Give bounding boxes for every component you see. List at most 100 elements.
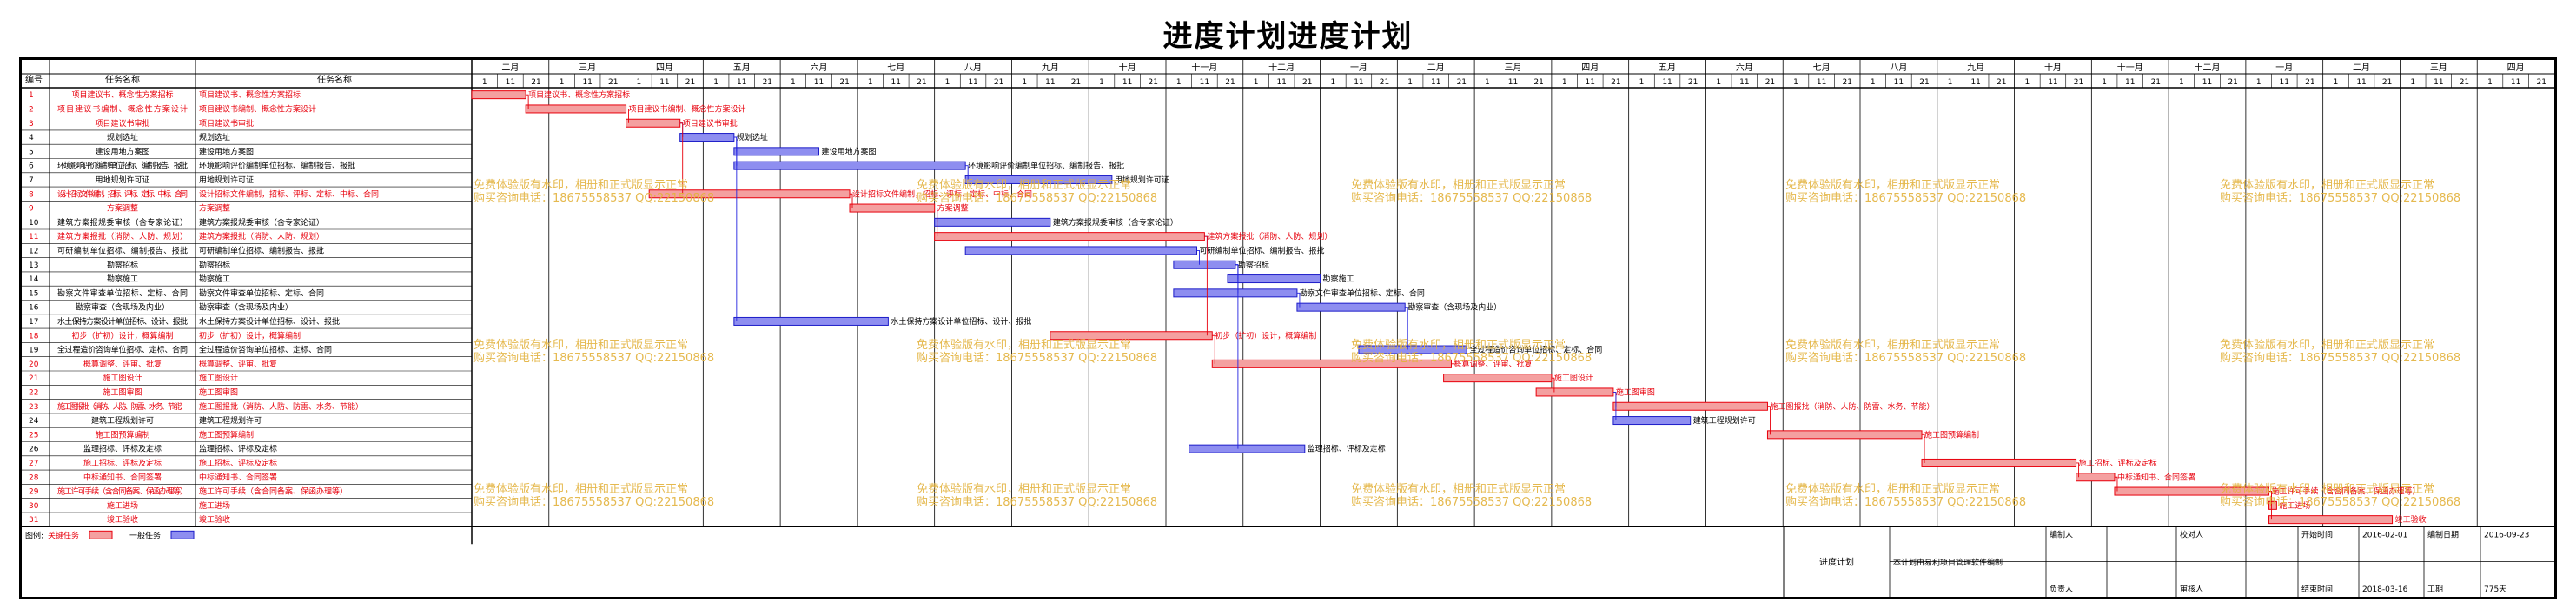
day-label: 21 xyxy=(763,78,772,87)
day-label: 1 xyxy=(1793,78,1798,87)
critical-task-bar xyxy=(1443,374,1553,383)
dependency-link xyxy=(1612,392,1617,421)
month-label: 二月 xyxy=(2353,63,2370,73)
month-label: 十月 xyxy=(2044,62,2062,73)
day-label: 21 xyxy=(1225,78,1235,87)
day-label: 1 xyxy=(2487,78,2493,87)
month-label: 九月 xyxy=(1042,63,1059,73)
task-name: 环境影响评价编制单位招标、编制报告、报批 xyxy=(57,161,188,171)
task-name: 勘察审查（含现场及内业） xyxy=(76,302,169,313)
task-bar-label: 监理招标、评标及定标 xyxy=(1308,444,1386,454)
task-name-2: 项目建议书编制、概念性方案设计 xyxy=(199,103,316,114)
legend-normal-label: 一般任务 xyxy=(129,530,161,540)
critical-task-bar xyxy=(1921,458,2077,467)
task-name: 勘察施工 xyxy=(107,274,138,284)
task-name: 项目建议书编制、概念性方案设计 xyxy=(57,103,188,114)
task-name: 施工招标、评标及定标 xyxy=(83,458,162,468)
dependency-link xyxy=(1204,235,1208,336)
day-label: 21 xyxy=(608,78,618,87)
task-bar-label: 勘察审查（含现场及内业） xyxy=(1407,302,1501,313)
task-name: 竣工验收 xyxy=(107,514,138,525)
header-col-no: 编号 xyxy=(25,74,43,85)
day-label: 1 xyxy=(1254,78,1259,87)
task-bar-label: 环境影响评价编制单位招标、编制报告、报批 xyxy=(968,161,1124,171)
day-label: 21 xyxy=(1148,78,1157,87)
task-name-2: 项目建议书审批 xyxy=(199,118,254,129)
watermark-line1: 免费体验版有水印，相册和正式版显示正常 xyxy=(917,178,1131,192)
day-label: 1 xyxy=(1871,78,1876,87)
critical-task-bar xyxy=(2268,515,2394,525)
watermark-line2: 购买咨询电话：18675558537 QQ:22150868 xyxy=(473,191,714,205)
task-name-2: 监理招标、评标及定标 xyxy=(199,444,277,454)
month-label: 八月 xyxy=(1890,63,1907,73)
task-name-2: 勘察施工 xyxy=(199,274,230,284)
task-number: 7 xyxy=(29,176,34,185)
header-col-task: 任务名称 xyxy=(105,74,140,85)
task-name: 可研编制单位招标、编制报告、报批 xyxy=(57,245,188,255)
watermark-line1: 免费体验版有水印，相册和正式版显示正常 xyxy=(473,178,688,192)
task-bar-label: 勘察施工 xyxy=(1323,274,1354,284)
task-bar-label: 初步（扩初）设计，概算编制 xyxy=(1215,330,1316,341)
watermark-line2: 购买咨询电话：18675558537 QQ:22150868 xyxy=(2220,191,2460,205)
dependency-link xyxy=(733,136,738,321)
task-name: 中标通知书、合同签署 xyxy=(83,472,162,482)
month-label: 七月 xyxy=(887,63,904,73)
task-bar-label: 项目建议书编制、概念性方案设计 xyxy=(629,103,746,114)
task-name-2: 施工许可手续（含合同备案、保函办理等） xyxy=(199,486,348,497)
task-number: 16 xyxy=(29,304,39,313)
watermark-line1: 免费体验版有水印，相册和正式版显示正常 xyxy=(473,482,688,496)
task-number: 15 xyxy=(29,289,38,298)
task-name: 水土保持方案设计单位招标、设计、报批 xyxy=(57,316,188,327)
day-label: 11 xyxy=(2202,78,2212,87)
dependency-link xyxy=(1405,307,1408,350)
task-number: 13 xyxy=(29,261,38,270)
watermark-line2: 购买咨询电话：18675558537 QQ:22150868 xyxy=(1351,191,1592,205)
watermark-line1: 免费体验版有水印，相册和正式版显示正常 xyxy=(1785,482,2000,496)
task-bar-label: 施工图报批（消防、人防、防雷、水务、节能） xyxy=(1770,401,1934,412)
day-label: 11 xyxy=(2048,78,2057,87)
task-number: 11 xyxy=(29,233,38,241)
footer-end-label: 结束时间 xyxy=(2301,584,2333,594)
task-bar-label: 施工图审图 xyxy=(1616,387,1655,397)
task-name-2: 勘察文件审查单位招标、定标、合同 xyxy=(199,288,324,298)
task-name-2: 施工图审图 xyxy=(199,387,238,397)
day-label: 1 xyxy=(1407,78,1413,87)
footer-prepared-by: 编制人 xyxy=(2050,529,2073,539)
task-bar-label: 设计招标文件编制，招标、评标、定标、中标、合同 xyxy=(852,188,1032,199)
task-name: 全过程造价咨询单位招标、定标、合同 xyxy=(57,345,188,355)
task-name-2: 建设用地方案图 xyxy=(199,146,254,156)
task-number: 12 xyxy=(29,247,38,255)
watermark-line1: 免费体验版有水印，相册和正式版显示正常 xyxy=(917,482,1131,496)
day-label: 11 xyxy=(2125,78,2135,87)
month-label: 一月 xyxy=(1350,63,1367,73)
day-label: 1 xyxy=(1716,78,1721,87)
day-label: 11 xyxy=(968,78,977,87)
task-name: 施工图报批（消防、人防、防雷、水务、节能） xyxy=(57,401,188,412)
task-name-2: 施工进场 xyxy=(199,500,230,511)
watermark-line2: 购买咨询电话：18675558537 QQ:22150868 xyxy=(1351,351,1592,365)
day-label: 21 xyxy=(1302,78,1312,87)
day-label: 11 xyxy=(1508,78,1518,87)
task-name-2: 建筑方案报批（消防、人防、规划） xyxy=(199,231,324,241)
day-label: 1 xyxy=(713,78,718,87)
task-name-2: 竣工验收 xyxy=(199,514,230,525)
day-label: 1 xyxy=(1485,78,1490,87)
day-label: 11 xyxy=(891,78,901,87)
day-label: 21 xyxy=(1842,78,1851,87)
task-name: 方案调整 xyxy=(107,203,138,214)
task-name-2: 施工图报批（消防、人防、防雷、水务、节能） xyxy=(199,401,363,412)
dependency-link xyxy=(526,94,529,109)
task-name-2: 规划选址 xyxy=(199,132,230,142)
task-number: 22 xyxy=(29,388,38,397)
normal-task-bar xyxy=(1296,302,1406,312)
footer-start-label: 开始时间 xyxy=(2301,529,2333,539)
task-bar-label: 勘察招标 xyxy=(1238,260,1269,270)
task-number: 9 xyxy=(29,205,34,214)
day-label: 1 xyxy=(1022,78,1027,87)
month-label: 三月 xyxy=(579,63,596,73)
legend-critical-label: 关键任务 xyxy=(48,530,79,540)
dependency-link xyxy=(850,193,853,208)
month-label: 十二月 xyxy=(1268,62,1295,73)
dependency-link xyxy=(1296,292,1301,308)
day-label: 21 xyxy=(2074,78,2083,87)
